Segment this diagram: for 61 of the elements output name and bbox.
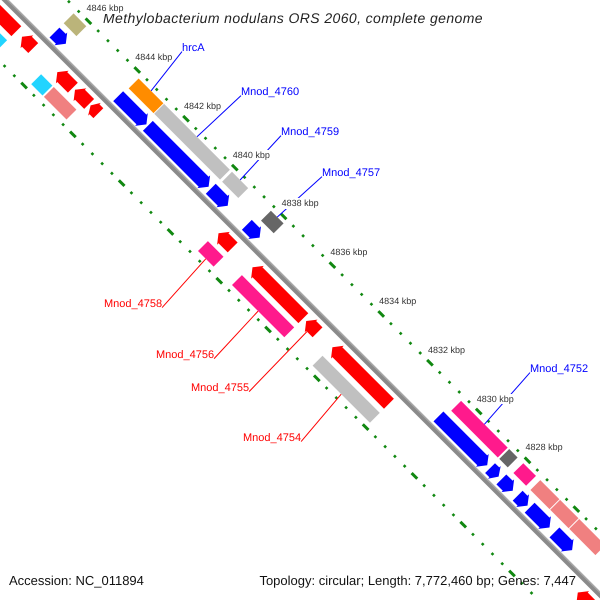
gene-feature [251,266,308,324]
footer-note: Accession: NC_011894 [9,574,144,589]
gene-feature [217,232,238,252]
scale-tick-label: 4828 kbp [526,442,563,453]
scale-tick-label: 4832 kbp [428,344,465,356]
scale-tick-label: 4846 kbp [86,3,124,14]
leader-line [162,258,206,308]
gene-label: Mnod_4756 [156,349,214,362]
scale-tick-label: 4838 kbp [282,198,319,209]
gene-feature [31,74,52,96]
gene-feature [20,35,38,53]
scale-tick-label: 4842 kbp [184,100,222,112]
gene-feature [496,474,514,492]
leader-line [300,394,342,442]
leader-line [196,95,242,138]
leader-line [248,331,308,392]
gene-feature [569,519,600,556]
scale-tick-label: 4836 kbp [330,247,368,258]
gene-feature [331,346,394,409]
gene-label: Mnod_4759 [281,126,340,139]
gene-feature [434,412,489,467]
scale-tick-label: 4844 kbp [135,52,172,62]
gene-feature [512,490,529,507]
gene-label: Mnod_4758 [104,298,162,311]
gene-feature [142,120,210,188]
gene-feature [530,480,560,510]
gene-label: hrcA [182,42,205,55]
scale-tick-label: 4834 kbp [379,296,416,306]
gene-feature [312,356,380,423]
gene-feature [64,13,86,36]
gene-feature [128,78,164,114]
gene-feature [232,275,294,338]
gene-feature [222,172,248,198]
gene-feature [44,87,76,120]
gene-label: Mnod_4752 [530,363,588,376]
gene-feature [304,320,322,338]
gene-feature [113,91,148,126]
leader-line [214,310,259,360]
gene-feature [550,528,574,552]
gene-feature [88,102,104,118]
gene-feature [206,184,230,208]
gene-feature [154,104,230,180]
gene-feature [242,220,261,239]
gene-feature [524,502,551,529]
gene-feature [513,463,536,486]
gene-feature [261,210,284,234]
gene-label: Mnod_4757 [322,167,380,180]
gene-feature [485,463,501,479]
gene-label: Mnod_4754 [243,432,302,445]
gene-feature [499,449,518,468]
footer-note: Topology: circular; Length: 7,772,460 bp; Genes: 7,447 [259,574,576,589]
gene-feature [56,70,78,93]
gene-feature [50,28,68,46]
gene-feature [550,500,578,528]
gene-feature [74,88,94,109]
gene-label: Mnod_4760 [241,86,300,99]
gene-feature [198,241,224,267]
scale-tick-label: 4830 kbp [476,394,514,404]
scale-tick-label: 4840 kbp [232,150,270,160]
leader-line [150,51,182,92]
gene-label: Mnod_4755 [191,382,250,395]
